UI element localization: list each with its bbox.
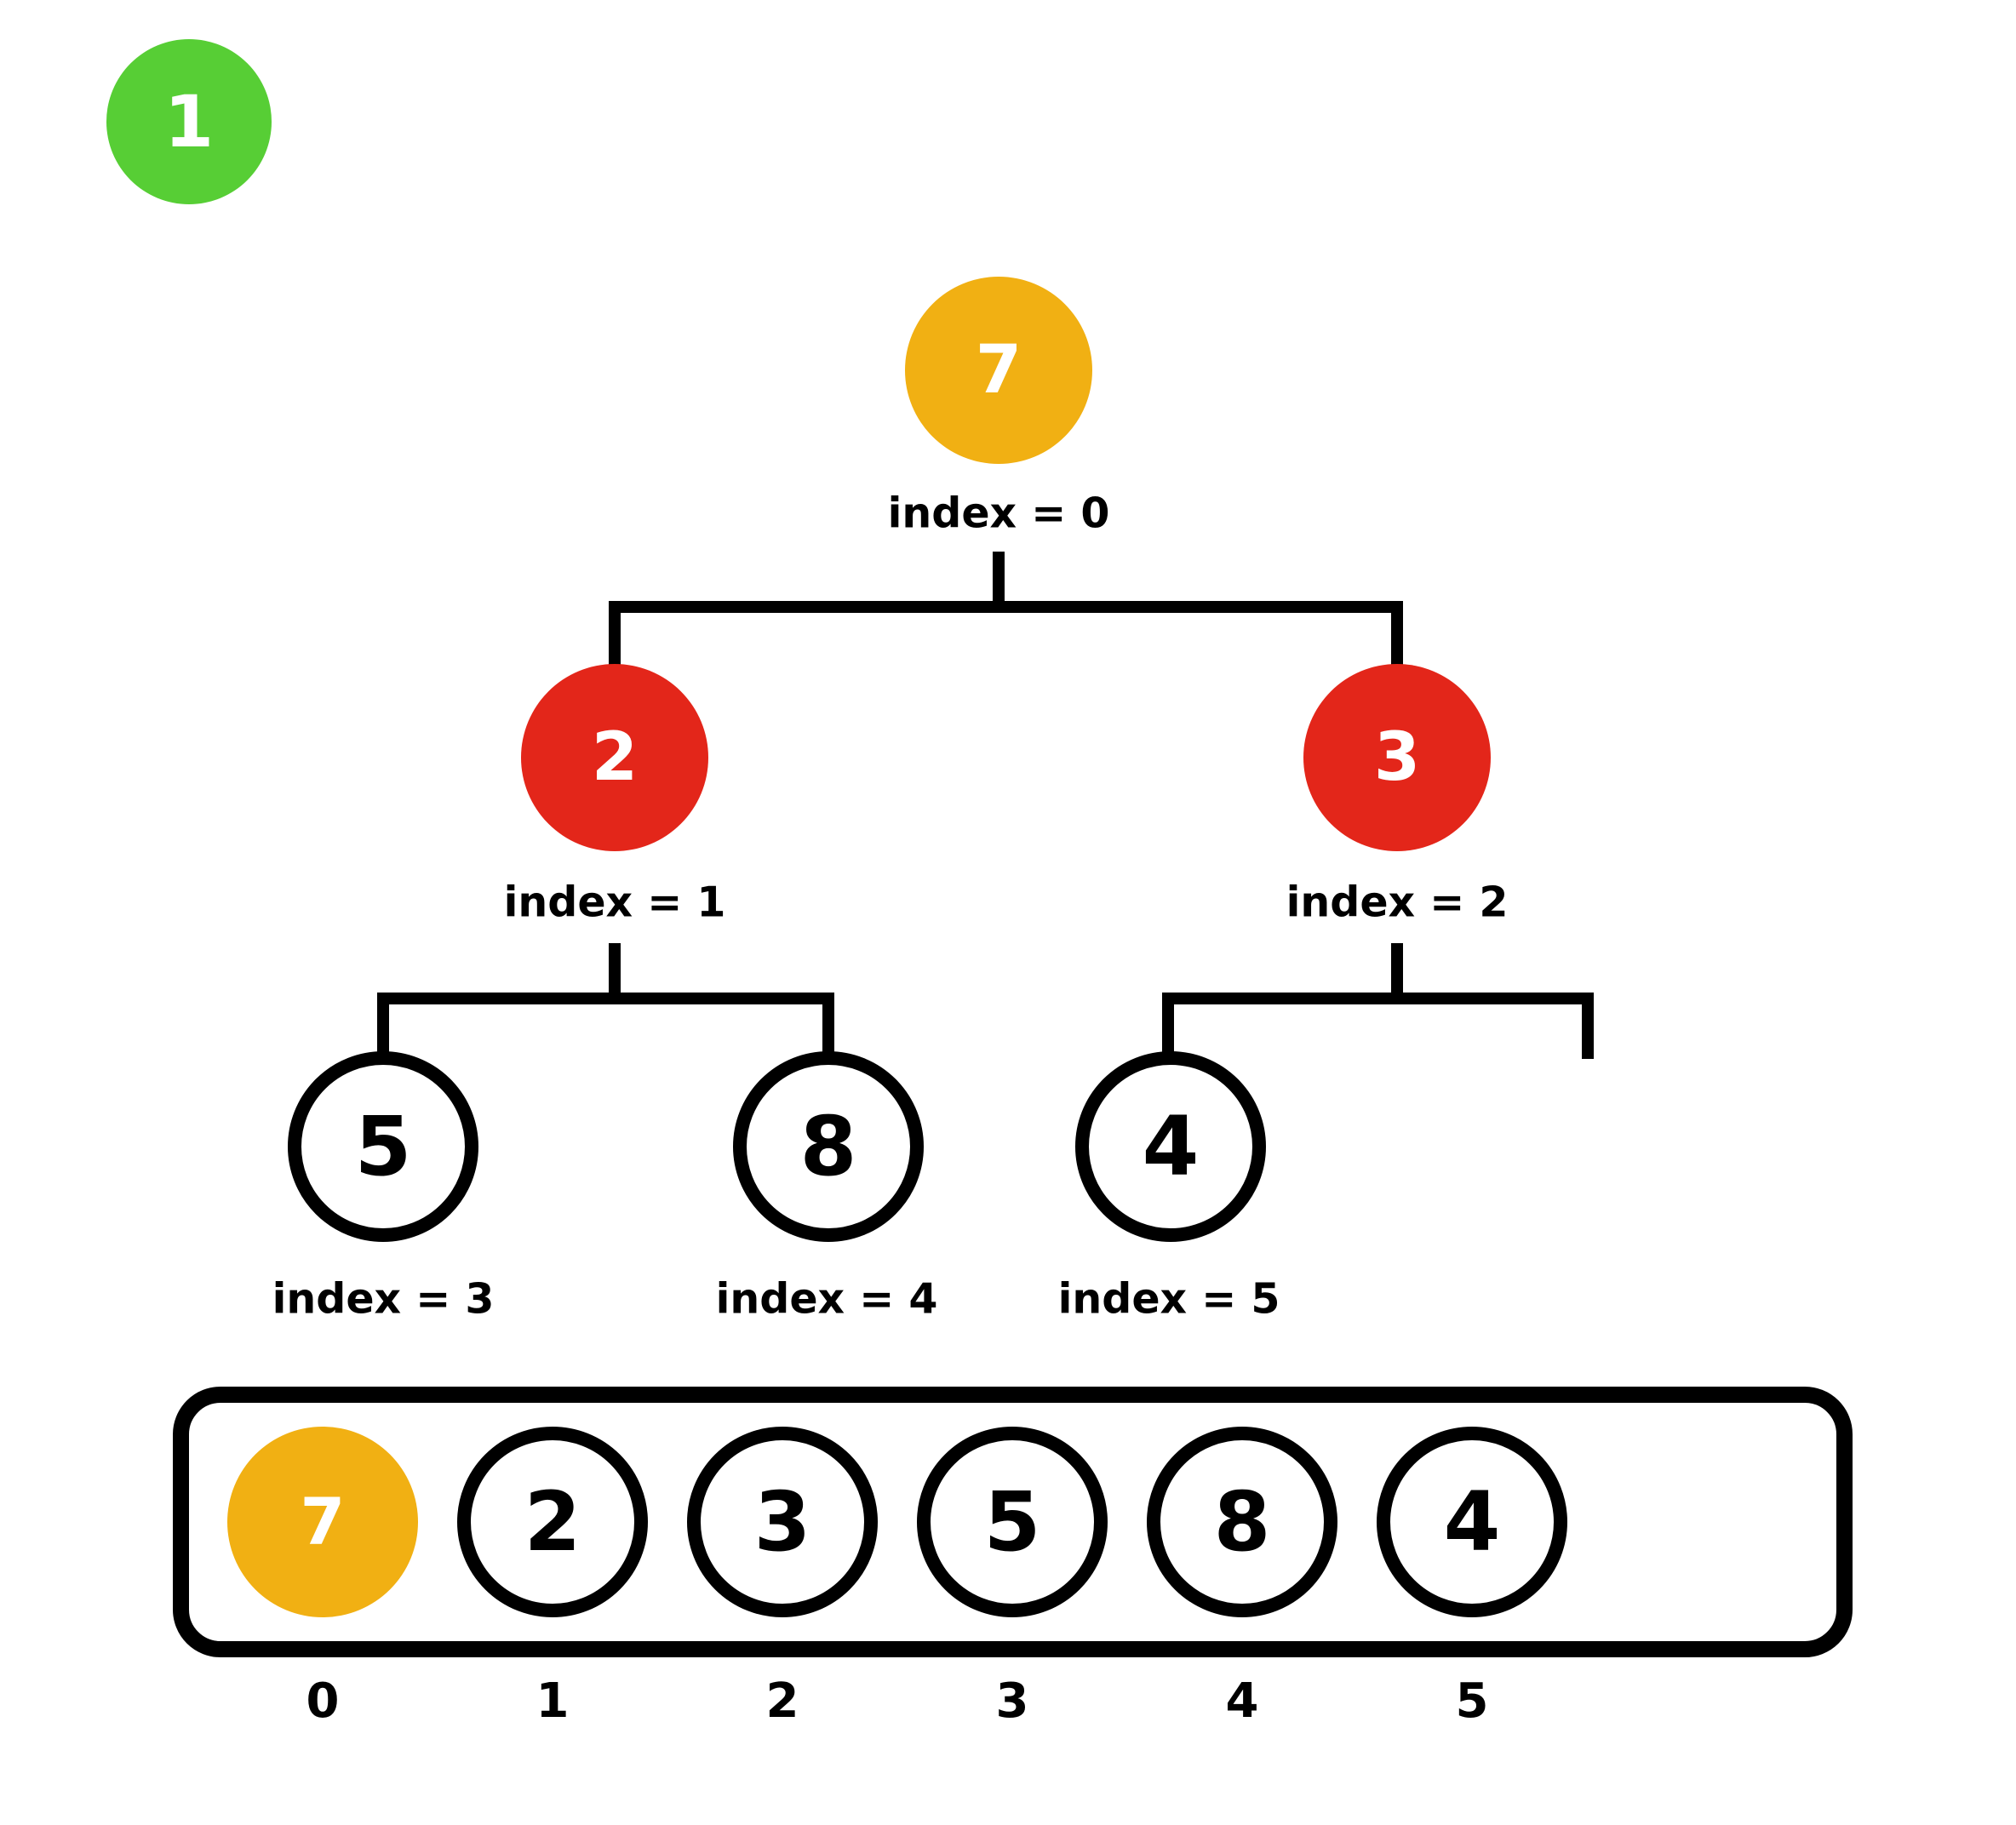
array-cell-4: 8 (1147, 1427, 1337, 1617)
array-index-label-4: 4 (1225, 1673, 1259, 1729)
connector-left-subtree-bar (377, 993, 834, 1004)
array-index-label-2: 2 (765, 1673, 799, 1729)
array-cell-0: 7 (227, 1427, 418, 1617)
connector-root-bar (609, 601, 1403, 613)
connector-root-left-drop (609, 601, 621, 667)
array-index-label-0: 0 (306, 1673, 340, 1729)
connector-right-subtree-bar (1162, 993, 1594, 1004)
tree-node-leaf-4: 4 (1075, 1051, 1266, 1242)
connector-root-right-drop (1391, 601, 1403, 667)
array-index-label-5: 5 (1455, 1673, 1489, 1729)
array-cell-5: 4 (1377, 1427, 1567, 1617)
array-index-label-1: 1 (536, 1673, 570, 1729)
tree-node-left-child-index-label: index = 1 (503, 878, 726, 927)
tree-node-leaf-8-index-label: index = 4 (715, 1274, 938, 1324)
connector-right-subtree-empty-stub (1582, 993, 1594, 1059)
tree-node-leaf-5: 5 (288, 1051, 478, 1242)
tree-node-leaf-8: 8 (733, 1051, 924, 1242)
tree-node-leaf-5-index-label: index = 3 (272, 1274, 495, 1324)
array-cell-1: 2 (457, 1427, 648, 1617)
tree-node-root: 7 (905, 277, 1092, 464)
array-cell-2: 3 (687, 1427, 878, 1617)
connector-left-subtree-right-drop (822, 993, 834, 1059)
connector-left-subtree-left-drop (377, 993, 389, 1059)
connector-root-stem (993, 552, 1005, 606)
tree-node-root-index-label: index = 0 (887, 489, 1110, 538)
step-number-badge: 1 (106, 39, 272, 204)
array-cell-3: 5 (917, 1427, 1108, 1617)
tree-node-leaf-4-index-label: index = 5 (1057, 1274, 1280, 1324)
connector-right-subtree-stem (1391, 943, 1403, 998)
array-index-label-3: 3 (995, 1673, 1029, 1729)
connector-right-subtree-left-drop (1162, 993, 1174, 1059)
tree-node-right-child: 3 (1303, 664, 1491, 851)
tree-node-left-child: 2 (521, 664, 708, 851)
tree-node-right-child-index-label: index = 2 (1286, 878, 1509, 927)
connector-left-subtree-stem (609, 943, 621, 998)
